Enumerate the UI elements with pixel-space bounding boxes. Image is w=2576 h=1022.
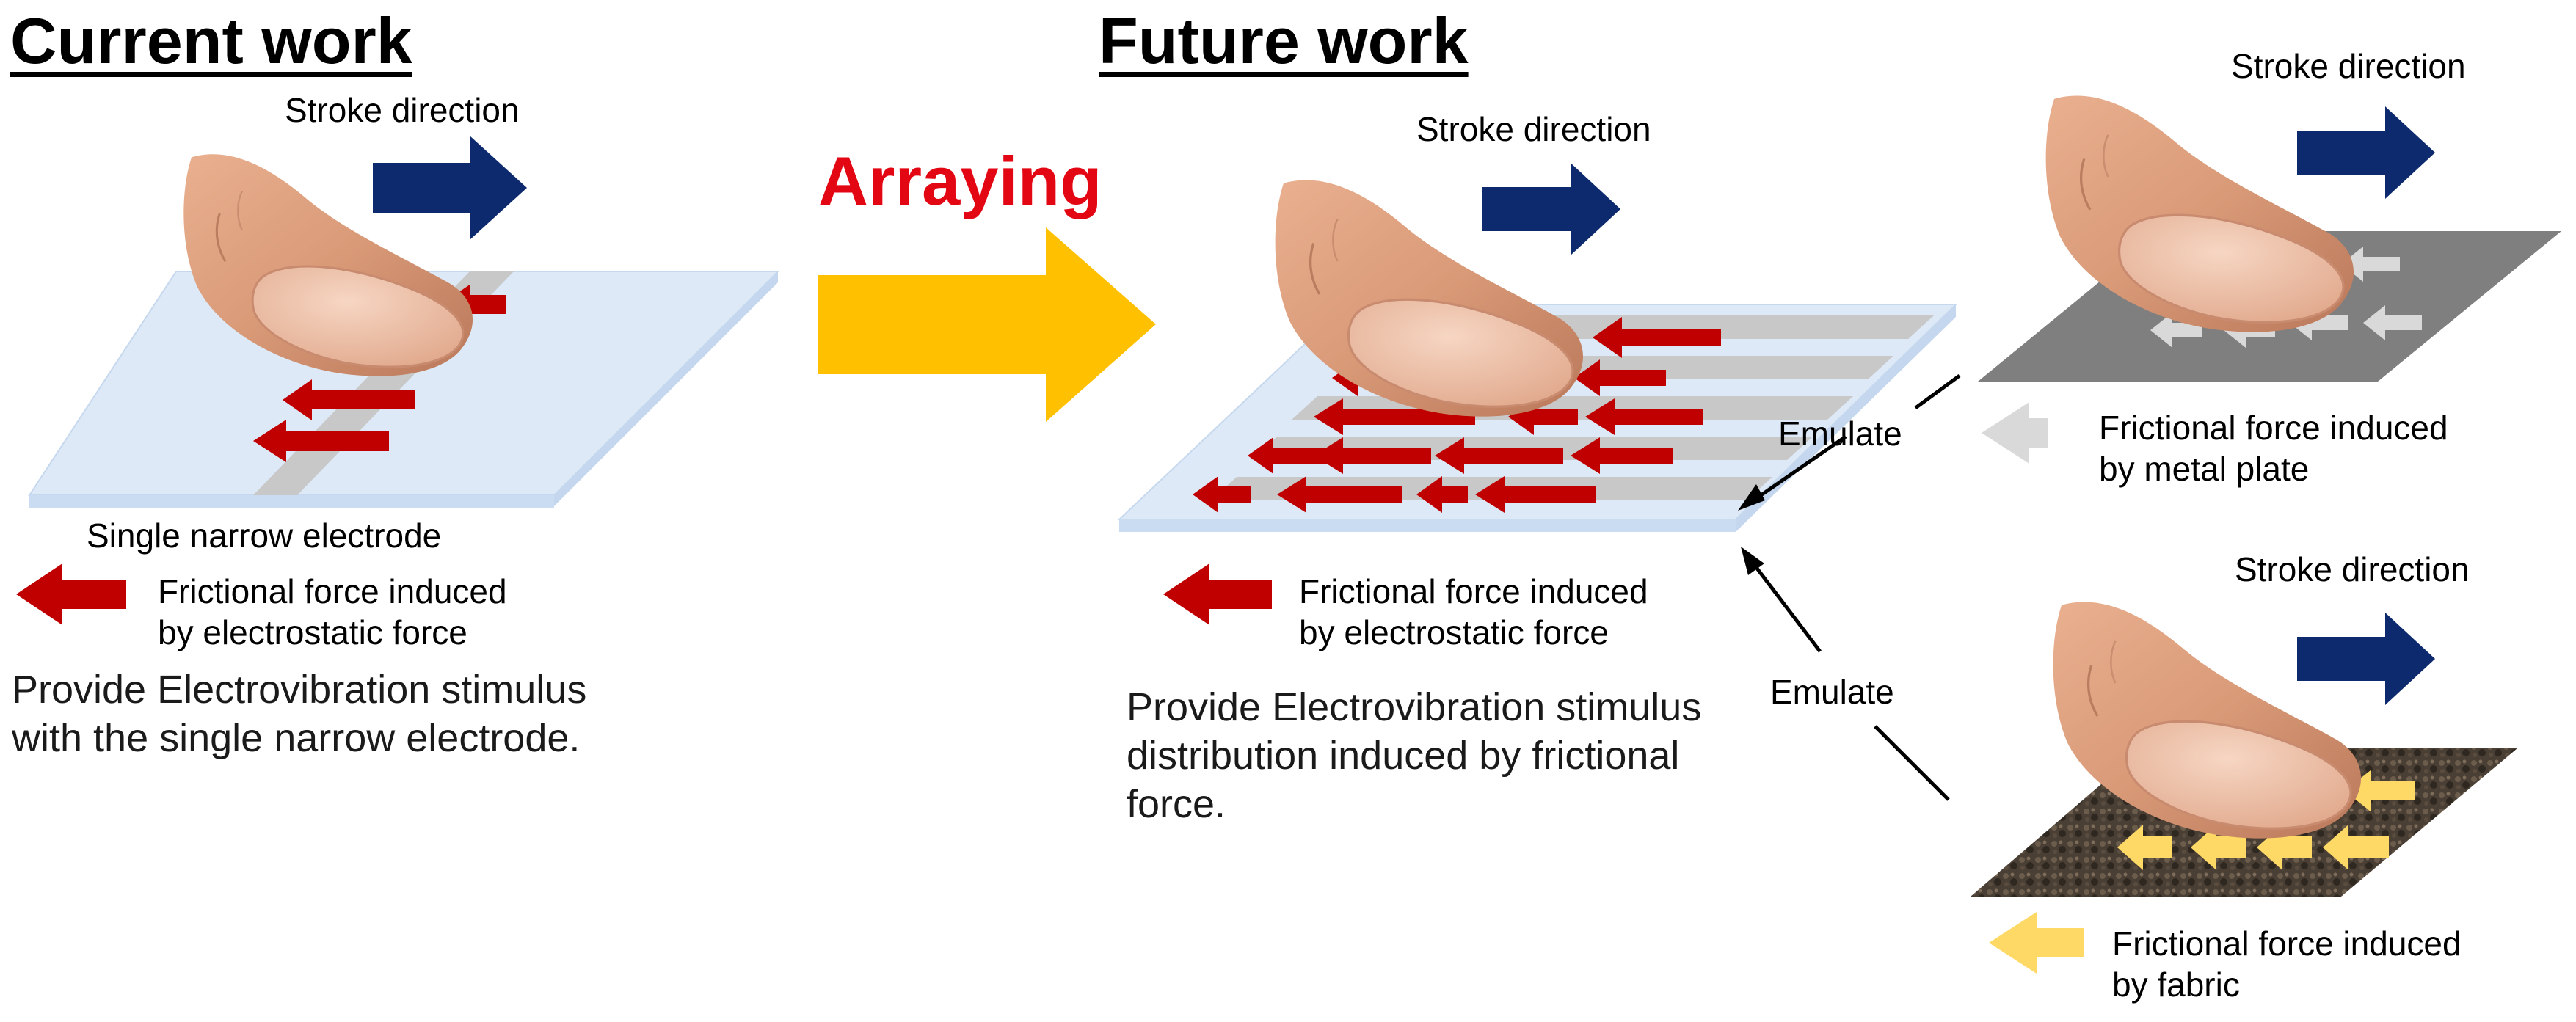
fabric-legend-text: Frictional force induced by fabric bbox=[2112, 923, 2462, 1005]
fabric-stroke-direction-label: Stroke direction bbox=[2235, 550, 2470, 588]
future-description-line2: distribution induced by frictional bbox=[1127, 733, 1680, 778]
arraying-label: Arraying bbox=[818, 142, 1102, 219]
metal-legend-line1: Frictional force induced bbox=[2099, 409, 2448, 447]
future-stroke-arrow-icon bbox=[1482, 163, 1620, 255]
metal-emulate-label: Emulate bbox=[1778, 415, 1902, 453]
future-description-line3: force. bbox=[1127, 781, 1226, 826]
future-stroke-direction-label: Stroke direction bbox=[1416, 110, 1651, 148]
fabric-friction-arrows bbox=[2117, 770, 2415, 870]
metal-stroke-direction-label: Stroke direction bbox=[2231, 47, 2466, 85]
future-description-line1: Provide Electrovibration stimulus bbox=[1127, 685, 1702, 729]
emulate-connectors bbox=[1738, 373, 1961, 801]
metal-stroke-arrow-icon bbox=[2297, 106, 2435, 199]
current-stroke-arrow-icon bbox=[373, 136, 527, 240]
current-description-line2: with the single narrow electrode. bbox=[12, 715, 581, 760]
future-legend-text: Frictional force induced by electrostati… bbox=[1299, 571, 1648, 653]
metal-legend-arrow-icon bbox=[1982, 402, 2048, 464]
fabric-emulate-label: Emulate bbox=[1770, 673, 1894, 711]
future-legend-line2: by electrostatic force bbox=[1299, 613, 1609, 652]
fabric-legend-line2: by fabric bbox=[2112, 966, 2240, 1004]
future-description: Provide Electrovibration stimulus distri… bbox=[1127, 684, 1701, 829]
current-description: Provide Electrovibration stimulus with t… bbox=[12, 666, 586, 763]
fabric-stroke-arrow-icon bbox=[2297, 613, 2435, 705]
future-legend-arrow-icon bbox=[1163, 563, 1272, 625]
current-work-title: Current work bbox=[10, 4, 412, 77]
current-legend-text: Frictional force induced by electrostati… bbox=[158, 571, 507, 653]
fabric-legend-line1: Frictional force induced bbox=[2112, 924, 2462, 963]
future-legend-line1: Frictional force induced bbox=[1299, 572, 1648, 610]
metal-legend-text: Frictional force induced by metal plate bbox=[2099, 407, 2448, 489]
current-stroke-direction-label: Stroke direction bbox=[285, 91, 520, 129]
current-description-line1: Provide Electrovibration stimulus bbox=[12, 668, 587, 712]
current-legend-line2: by electrostatic force bbox=[158, 613, 467, 652]
future-work-title: Future work bbox=[1099, 4, 1469, 77]
fabric-legend-arrow-icon bbox=[1989, 912, 2084, 974]
metal-legend-line2: by metal plate bbox=[2099, 450, 2310, 489]
current-legend-line1: Frictional force induced bbox=[158, 572, 507, 610]
current-legend-arrow-icon bbox=[16, 563, 126, 625]
arraying-arrow-icon bbox=[818, 227, 1156, 422]
single-narrow-electrode-label: Single narrow electrode bbox=[87, 517, 442, 555]
